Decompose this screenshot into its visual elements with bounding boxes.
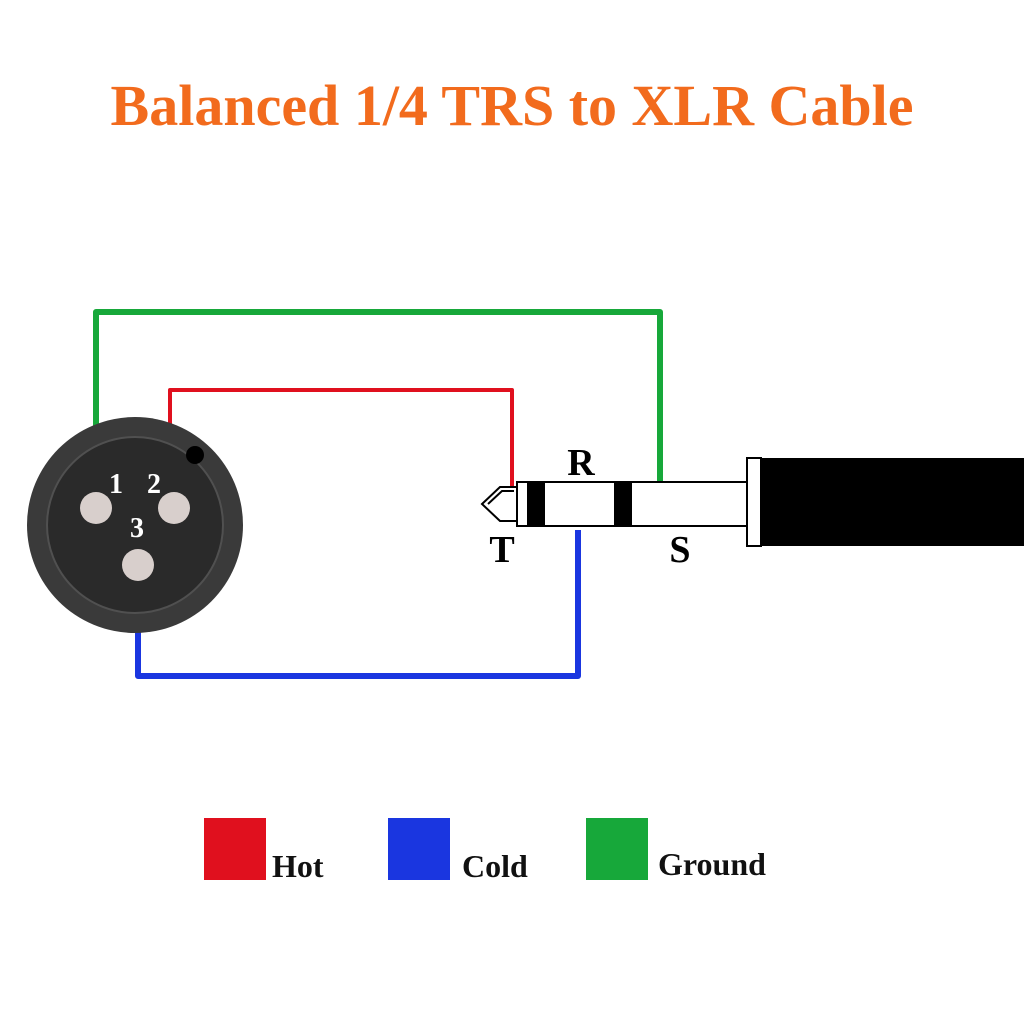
trs-cable-body [761,458,1024,546]
trs-sleeve-label: S [669,529,690,571]
xlr-pin-1 [80,492,112,524]
ground-wire [93,309,663,492]
trs-tip-insulator [527,482,545,526]
xlr-inner-face [46,436,224,614]
xlr-pin-2-label: 2 [147,469,161,500]
xlr-pin-3 [122,549,154,581]
xlr-connector: 1 2 3 [27,417,243,633]
trs-ring-label: R [567,442,595,484]
trs-collar [746,457,762,547]
trs-tip-label: T [489,529,514,571]
xlr-pin-1-label: 1 [109,469,123,500]
legend-label-hot: Hot [272,848,324,884]
page-title: Balanced 1/4 TRS to XLR Cable [110,73,914,138]
legend-label-cold: Cold [462,848,528,884]
xlr-pin-3-label: 3 [130,513,144,544]
legend-label-ground: Ground [658,846,766,882]
legend-swatch-hot [204,818,266,880]
xlr-key-notch [186,446,204,464]
trs-plug: T R S [480,442,1024,571]
trs-ring-insulator [614,482,632,526]
legend-swatch-ground [586,818,648,880]
xlr-pin-2 [158,492,190,524]
legend-swatch-cold [388,818,450,880]
